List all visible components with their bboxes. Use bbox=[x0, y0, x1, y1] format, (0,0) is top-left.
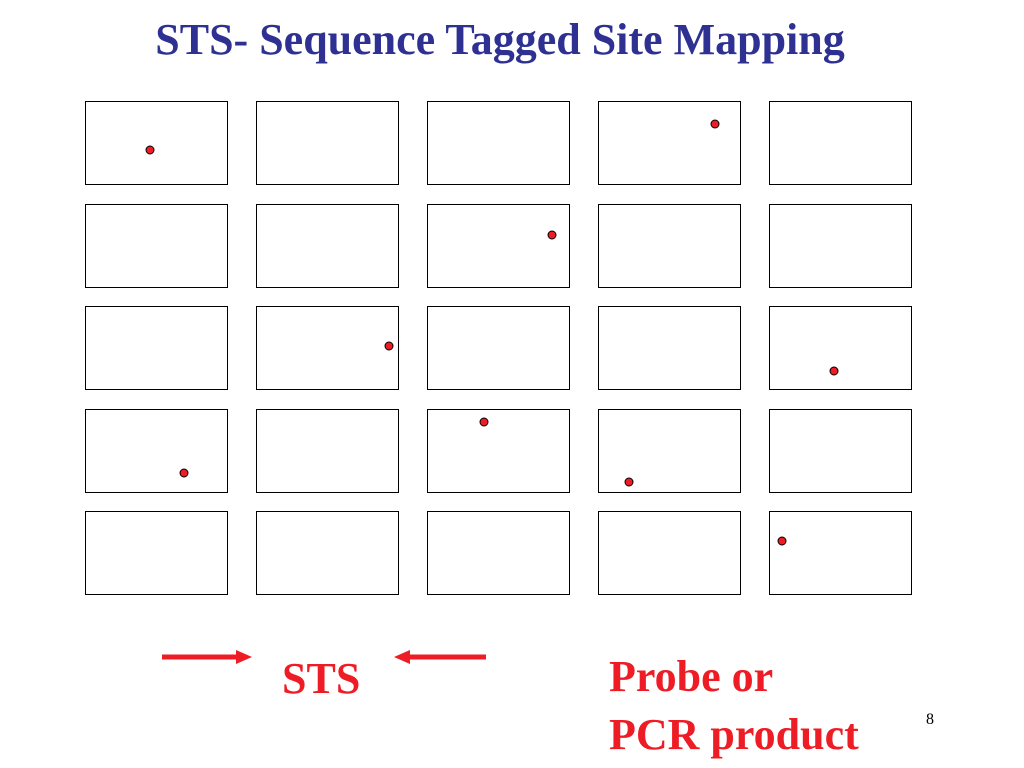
clone-cell bbox=[598, 306, 741, 390]
clone-cell bbox=[256, 101, 399, 185]
clone-cell bbox=[427, 203, 570, 288]
clone-cell bbox=[85, 511, 228, 595]
clone-cell bbox=[769, 203, 912, 288]
hybridization-dot bbox=[829, 366, 839, 376]
clone-cell bbox=[769, 408, 912, 493]
clone-cell bbox=[85, 203, 228, 288]
clone-cell bbox=[427, 306, 570, 390]
hybridization-dot bbox=[179, 468, 189, 477]
hybridization-dot bbox=[777, 536, 787, 546]
clone-grid bbox=[85, 101, 915, 601]
clone-cell bbox=[256, 306, 399, 390]
hybridization-dot bbox=[547, 230, 557, 239]
hybridization-dot bbox=[624, 477, 634, 486]
probe-label-line1: Probe or bbox=[609, 652, 774, 701]
clone-cell bbox=[85, 408, 228, 493]
arrow-left-icon bbox=[394, 650, 486, 664]
hybridization-dot bbox=[145, 145, 155, 155]
clone-cell bbox=[427, 408, 570, 493]
clone-cell bbox=[85, 101, 228, 185]
clone-cell bbox=[427, 511, 570, 595]
clone-cell bbox=[256, 203, 399, 288]
hybridization-dot bbox=[479, 417, 489, 426]
clone-cell bbox=[598, 203, 741, 288]
clone-cell bbox=[598, 101, 741, 185]
arrow-right-icon bbox=[162, 650, 252, 664]
clone-cell bbox=[256, 511, 399, 595]
hybridization-dot bbox=[384, 341, 394, 351]
sts-primer-arrows bbox=[162, 650, 486, 664]
probe-label: Probe or PCR product bbox=[609, 648, 859, 764]
slide-title: STS- Sequence Tagged Site Mapping bbox=[155, 15, 845, 64]
clone-cell bbox=[769, 511, 912, 595]
clone-cell bbox=[598, 511, 741, 595]
clone-cell bbox=[85, 306, 228, 390]
page-number: 8 bbox=[926, 711, 934, 728]
clone-cell bbox=[427, 101, 570, 185]
clone-cell bbox=[256, 408, 399, 493]
hybridization-dot bbox=[710, 119, 720, 129]
probe-label-line2: PCR product bbox=[609, 710, 859, 759]
clone-cell bbox=[769, 306, 912, 390]
clone-cell bbox=[598, 408, 741, 493]
clone-cell bbox=[769, 101, 912, 185]
sts-label: STS bbox=[282, 654, 361, 703]
